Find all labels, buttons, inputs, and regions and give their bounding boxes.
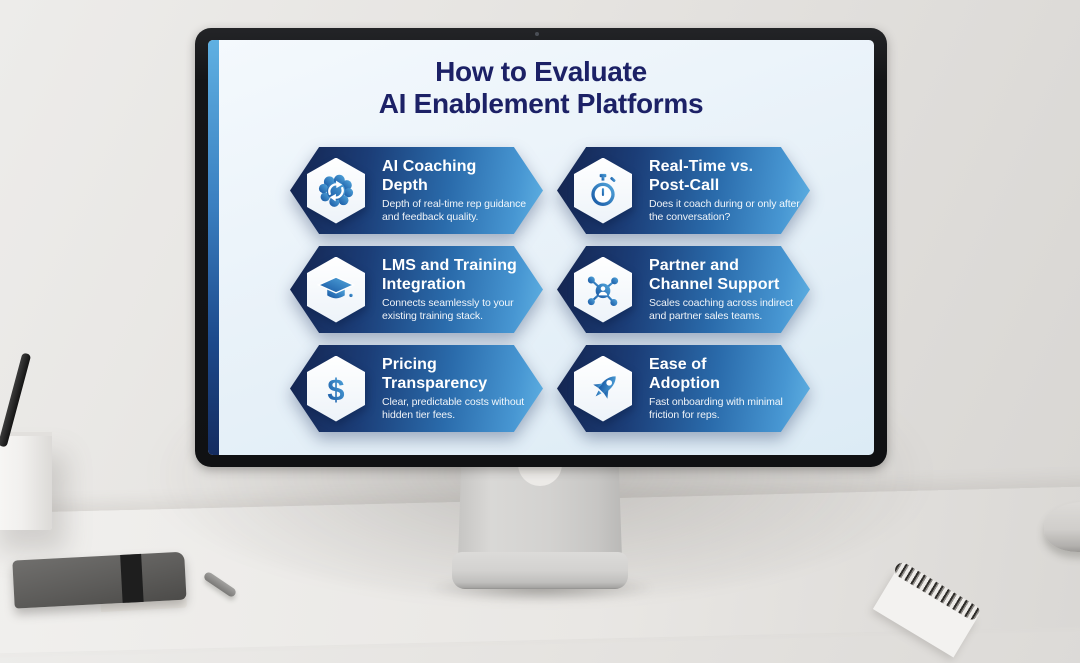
hexagon-tile: $	[307, 355, 365, 422]
hexagon-tile-wrap	[307, 256, 365, 323]
card-description: Depth of real-time rep guidance and feed…	[382, 198, 526, 223]
hexagon-tile-wrap	[574, 157, 632, 224]
hexagon-tile	[307, 157, 365, 224]
title-line-1: How to Evaluate	[435, 56, 647, 87]
monitor-screen: How to Evaluate AI Enablement Platforms	[208, 40, 874, 455]
hexagon-tile-wrap: $	[307, 355, 365, 422]
card-shape: Partner and Channel Support Scales coach…	[557, 246, 810, 333]
hexagon-tile	[307, 256, 365, 323]
notebook-elastic-band	[120, 553, 144, 603]
card-description: Connects seamlessly to your existing tra…	[382, 297, 514, 322]
card-title: Partner and Channel Support	[649, 257, 780, 293]
card-text: Pricing Transparency Clear, predictable …	[382, 355, 542, 422]
card-title: AI Coaching Depth	[382, 158, 477, 194]
gray-notebook	[12, 551, 191, 630]
brain-refresh-icon	[318, 174, 354, 207]
card-text: Real-Time vs. Post-Call Does it coach du…	[649, 157, 809, 224]
card-text: Partner and Channel Support Scales coach…	[649, 256, 809, 323]
graduation-cap-icon	[316, 275, 356, 298]
card-ease-of-adoption: Ease of Adoption Fast onboarding with mi…	[557, 345, 810, 432]
card-description: Scales coaching across indirect and part…	[649, 297, 793, 322]
hexagon-tile	[574, 157, 632, 224]
card-description: Fast onboarding with minimal friction fo…	[649, 396, 783, 421]
card-title: LMS and Training Integration	[382, 257, 517, 293]
stand-cable-notch	[518, 464, 562, 486]
card-description: Clear, predictable costs without hidden …	[382, 396, 525, 421]
infographic-title: How to Evaluate AI Enablement Platforms	[208, 56, 874, 120]
card-text: LMS and Training Integration Connects se…	[382, 256, 542, 323]
card-lms-training-integration: LMS and Training Integration Connects se…	[290, 246, 543, 333]
title-line-2: AI Enablement Platforms	[378, 88, 704, 119]
card-real-time-vs-post-call: Real-Time vs. Post-Call Does it coach du…	[557, 147, 810, 234]
monitor-bezel: How to Evaluate AI Enablement Platforms	[195, 28, 887, 467]
hexagon-tile-wrap	[574, 256, 632, 323]
notebook-cover	[12, 551, 187, 609]
dollar-sign-icon: $	[327, 371, 344, 406]
monitor-stand-base	[452, 552, 628, 589]
pen-cup	[0, 432, 52, 530]
card-ai-coaching-depth: AI Coaching Depth Depth of real-time rep…	[290, 147, 543, 234]
card-title: Ease of Adoption	[649, 356, 720, 392]
network-people-icon	[587, 276, 619, 306]
card-description: Does it coach during or only after the c…	[649, 198, 800, 223]
left-accent-strip	[208, 40, 219, 455]
card-title: Real-Time vs. Post-Call	[649, 158, 754, 194]
card-shape: LMS and Training Integration Connects se…	[290, 246, 543, 333]
stopwatch-icon	[591, 173, 616, 206]
card-partner-channel-support: Partner and Channel Support Scales coach…	[557, 246, 810, 333]
card-pricing-transparency: $ Pricing Transparency Clear, predictabl…	[290, 345, 543, 432]
card-text: Ease of Adoption Fast onboarding with mi…	[649, 355, 809, 422]
svg-text:$: $	[327, 371, 344, 406]
hexagon-tile-wrap	[574, 355, 632, 422]
card-shape: Real-Time vs. Post-Call Does it coach du…	[557, 147, 810, 234]
hexagon-tile	[574, 256, 632, 323]
card-shape: AI Coaching Depth Depth of real-time rep…	[290, 147, 543, 234]
hexagon-tile	[574, 355, 632, 422]
rocket-icon	[593, 375, 616, 399]
card-text: AI Coaching Depth Depth of real-time rep…	[382, 157, 542, 224]
card-shape: Ease of Adoption Fast onboarding with mi…	[557, 345, 810, 432]
card-title: Pricing Transparency	[382, 356, 488, 392]
card-shape: $ Pricing Transparency Clear, predictabl…	[290, 345, 543, 432]
webcam-icon	[535, 32, 539, 36]
hexagon-tile-wrap	[307, 157, 365, 224]
